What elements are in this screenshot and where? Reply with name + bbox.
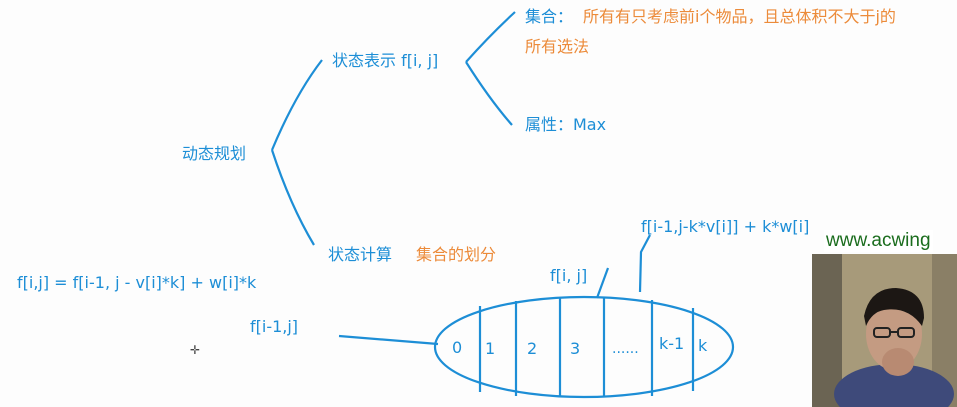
webcam-overlay (812, 254, 957, 407)
crosshair-cursor-icon: ✛ (190, 343, 201, 357)
node-attribute: 属性：Max (525, 115, 607, 134)
label-f-i-1-j: f[i-1,j] (250, 317, 299, 336)
arrow-f-ij (595, 267, 610, 299)
presenter-video-icon (812, 254, 957, 407)
branch-root-down (270, 149, 315, 246)
node-set-description-1: 所有有只考虑前i个物品，且总体积不大于j的 (583, 7, 896, 26)
formula-transition: f[i,j] = f[i-1, j - v[i]*k] + w[i]*k (17, 273, 257, 292)
partition-ellipse-group (433, 295, 735, 399)
partition-cell-label: 1 (485, 339, 496, 358)
partition-cell-label: 3 (570, 339, 581, 358)
branch-state-set (465, 11, 516, 63)
partition-cell-label: ...... (612, 341, 639, 357)
branch-root-up (270, 59, 323, 151)
node-root: 动态规划 (182, 144, 247, 163)
node-state-calculation: 状态计算 (328, 245, 393, 264)
arrow-f-i1-j (338, 334, 439, 346)
partition-cell-label: k-1 (659, 334, 685, 353)
watermark: www.acwing (824, 230, 933, 252)
partition-cell-label: 0 (452, 338, 463, 357)
partition-cell-label: k (698, 336, 708, 355)
tree-branches (270, 11, 651, 346)
node-set-label: 集合： (525, 7, 574, 26)
partition-cell-label: 2 (527, 339, 538, 358)
node-set-partition: 集合的划分 (416, 245, 497, 264)
label-top-formula: f[i-1,j-k*v[i]] + k*w[i] (641, 217, 810, 236)
branch-state-attr (465, 61, 513, 126)
node-state-representation: 状态表示 f[i, j] (332, 51, 439, 70)
arrow-top-formula (638, 234, 651, 293)
node-set-description-2: 所有选法 (525, 37, 590, 56)
partition-ellipse (433, 295, 735, 399)
label-f-i-j: f[i, j] (550, 266, 588, 285)
